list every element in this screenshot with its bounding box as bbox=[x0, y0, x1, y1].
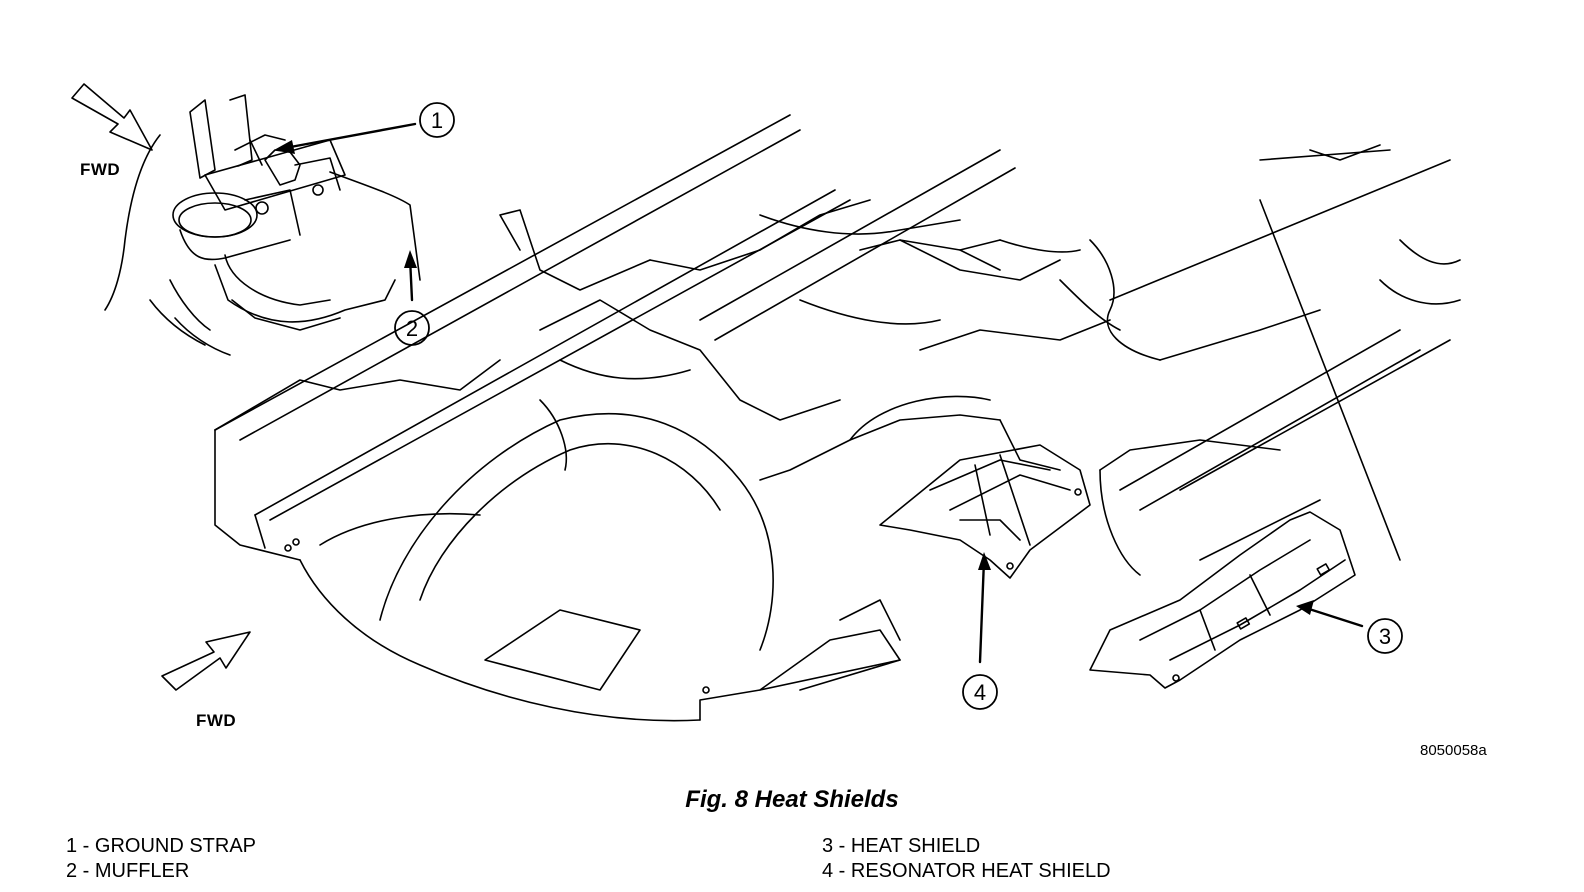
legend-left-column: 1 - GROUND STRAP 2 - MUFFLER bbox=[66, 834, 256, 884]
figure-caption: Fig. 8 Heat Shields bbox=[685, 786, 899, 813]
fwd-arrow-top bbox=[71, 83, 153, 151]
callout-4: 4 bbox=[974, 680, 986, 705]
legend-item: 2 - MUFFLER bbox=[66, 860, 190, 882]
legend-right-column: 3 - HEAT SHIELD 4 - RESONATOR HEAT SHIEL… bbox=[822, 834, 1111, 884]
heat-shield-diagram: 1 2 3 4 bbox=[71, 83, 1461, 722]
fwd-arrow-bottom bbox=[161, 631, 251, 691]
muffler-inset-drawing bbox=[104, 94, 421, 356]
figure-id: 8050058a bbox=[1420, 742, 1487, 759]
vehicle-underbody-drawing bbox=[214, 114, 1461, 722]
callout-2: 2 bbox=[406, 316, 418, 341]
legend-item: 4 - RESONATOR HEAT SHIELD bbox=[822, 860, 1111, 882]
rear-heat-shield-drawing bbox=[1089, 511, 1356, 689]
callout-arrowheads bbox=[274, 140, 1314, 615]
callout-circles bbox=[394, 102, 1403, 710]
legend-item: 3 - HEAT SHIELD bbox=[822, 835, 981, 857]
callout-leaders bbox=[283, 122, 1364, 664]
fwd-label-bottom: FWD bbox=[196, 711, 237, 730]
callout-3: 3 bbox=[1379, 624, 1391, 649]
callout-1: 1 bbox=[431, 108, 443, 133]
legend-item: 1 - GROUND STRAP bbox=[66, 835, 257, 857]
resonator-heat-shield-drawing bbox=[879, 444, 1091, 579]
fwd-label-top: FWD bbox=[80, 160, 121, 179]
